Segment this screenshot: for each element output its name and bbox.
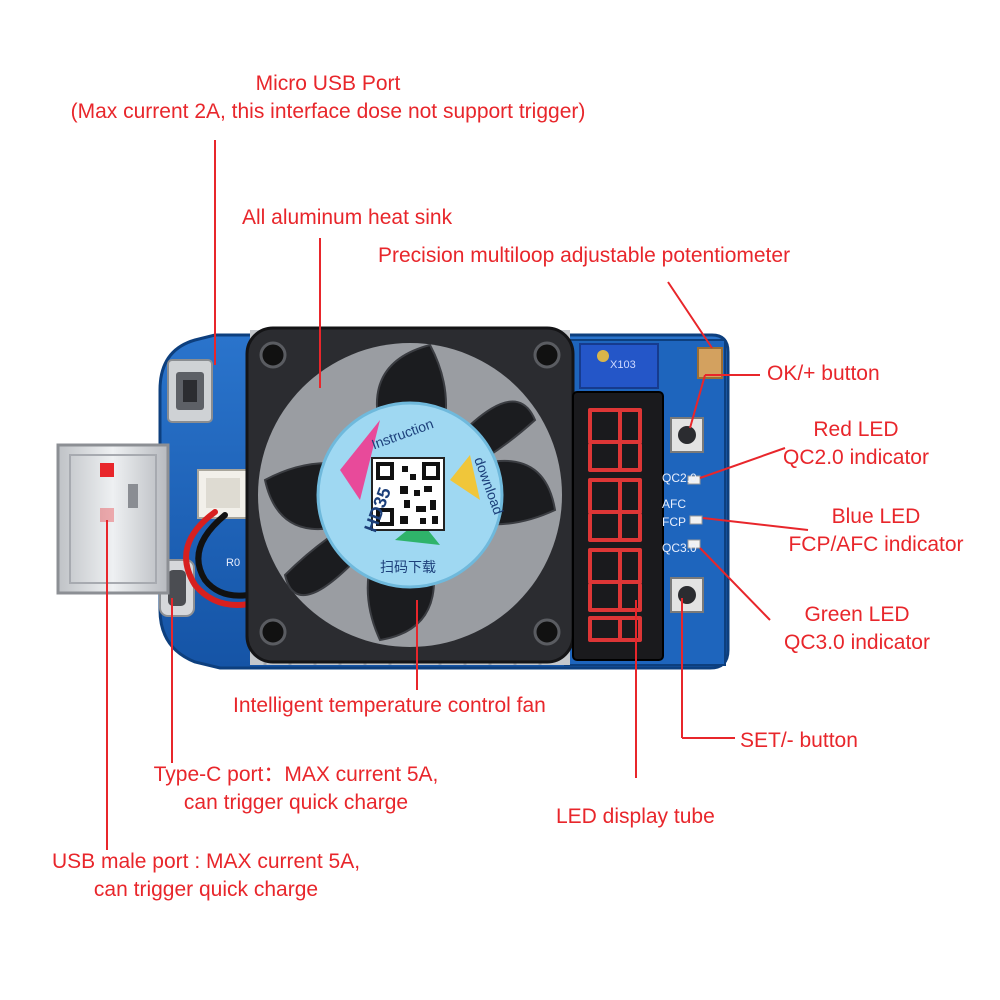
heat-sink-label: All aluminum heat sink [242,206,453,229]
leader-blue-led [702,517,809,531]
micro-usb-port [167,359,213,423]
type-c-line2: can trigger quick charge [183,791,409,814]
usb-male-port [56,443,170,595]
sticker-bottom: 扫码下载 [380,559,436,575]
micro-usb-detail: (Max current 2A, this interface dose not… [70,100,586,123]
type-c-label: Type-C port：MAX current 5A, can trigger … [154,761,439,817]
leader-lines [106,140,809,850]
red-led-line2: QC2.0 indicator [783,446,929,469]
leader-potentiometer [667,281,713,349]
red-led-label: Red LED QC2.0 indicator [783,416,929,472]
type-c-line1: Type-C port：MAX current 5A, [153,763,439,786]
indicator-leds [687,475,703,549]
silk-r0: R0 [226,557,240,569]
silk-fcp: FCP [662,515,686,529]
leader-green-led [699,547,771,621]
led-display-tube [572,391,664,661]
usb-male-label: USB male port : MAX current 5A, can trig… [52,848,360,904]
blue-led-line1: Blue LED [831,505,921,528]
fan-connector [197,469,249,519]
silk-qc2: QC2.0 [662,471,697,485]
potentiometer-label: Precision multiloop adjustable potentiom… [378,244,791,267]
set-button-label: SET/- button [740,729,858,752]
qr-code-icon [371,457,445,531]
green-led-label: Green LED QC3.0 indicator [784,601,930,657]
display-label: LED display tube [556,805,715,828]
pot-code: X103 [610,359,636,371]
usb-male-line1: USB male port : MAX current 5A, [51,850,361,873]
blue-led-line2: FCP/AFC indicator [788,533,964,556]
green-led-line1: Green LED [804,603,910,626]
micro-usb-title: Micro USB Port [255,72,401,95]
leader-red-led [699,447,786,479]
silk-afc: AFC [662,497,686,511]
silk-qc3: QC3.0 [662,541,697,555]
fan-wires [183,509,271,608]
ok-plus-button-body [670,417,704,453]
ok-button-label: OK/+ button [767,362,880,385]
blue-led-label: Blue LED FCP/AFC indicator [788,503,963,559]
potentiometer-icon [579,343,723,389]
set-minus-button-body [670,577,704,613]
usb-male-line2: can trigger quick charge [93,878,319,901]
leader-ok-button-d [689,374,706,429]
micro-usb-label: Micro USB Port (Max current 2A, this int… [71,70,586,126]
red-led-line1: Red LED [813,418,899,441]
fan-label: Intelligent temperature control fan [233,694,546,717]
green-led-line2: QC3.0 indicator [784,631,930,654]
